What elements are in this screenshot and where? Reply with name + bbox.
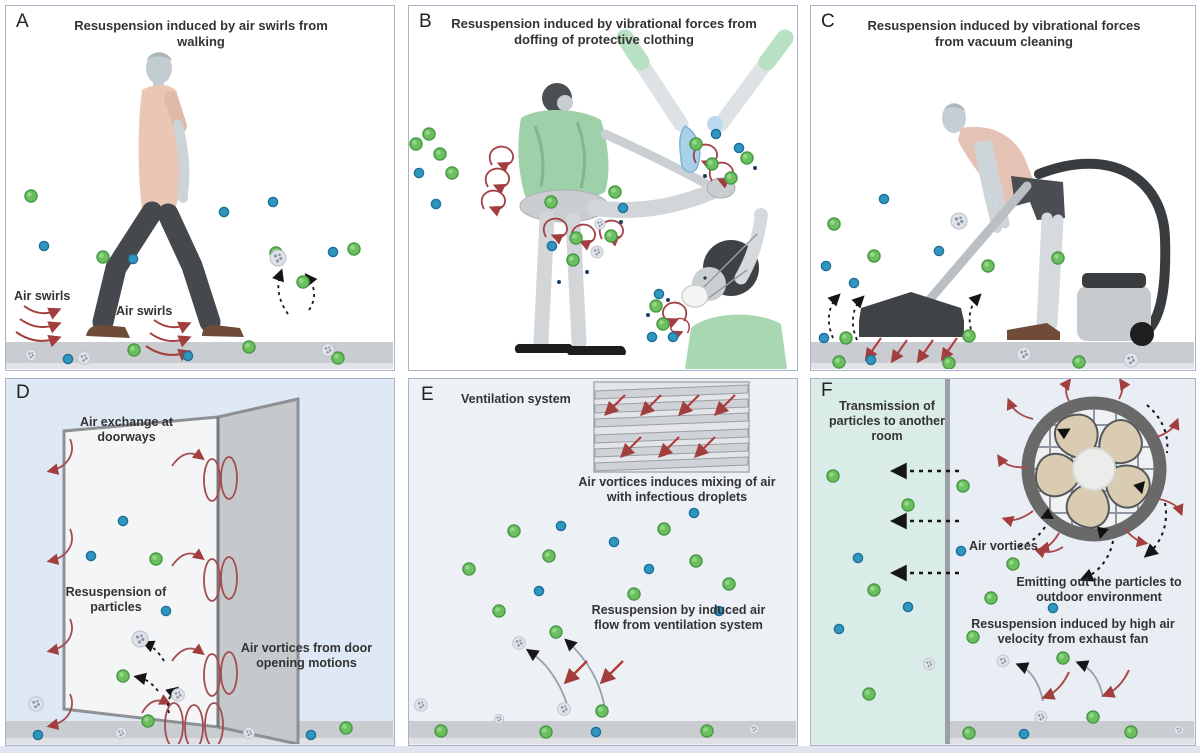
air-swirls-label-right: Air swirls	[116, 304, 173, 318]
air-swirl-arrows-left	[15, 305, 62, 348]
panel-e-letter: E	[421, 384, 434, 405]
resuspension-airflow-label: Resuspension by induced air flow from ve…	[591, 603, 766, 632]
panel-a-letter: A	[16, 11, 29, 32]
ventilation-system-label: Ventilation system	[461, 392, 571, 406]
adjacent-room	[811, 379, 945, 744]
vacuum-cleaner	[859, 181, 1154, 346]
panel-f: F	[810, 378, 1196, 746]
open-door	[62, 397, 300, 744]
mask-removal-person	[681, 208, 787, 369]
panel-b-title: Resuspension induced by vibrational forc…	[451, 16, 757, 48]
panel-c-letter: C	[821, 11, 835, 32]
dividing-wall	[945, 379, 950, 744]
floor	[811, 342, 1194, 363]
fan-direction-triangles	[1040, 428, 1145, 540]
panel-b: B Resuspension induced by vibrational fo…	[408, 5, 798, 371]
airborne-particles	[462, 507, 736, 618]
particles	[409, 127, 757, 343]
panel-d-letter: D	[16, 382, 30, 403]
air-exchange-label: Air exchange at doorways	[79, 415, 174, 444]
transmission-label: Transmission of particles to another roo…	[829, 399, 945, 443]
air-swirls-label-left: Air swirls	[14, 289, 71, 303]
walking-person	[86, 52, 244, 338]
panel-a: A Resuspension induced by air swirls fro…	[5, 5, 395, 371]
resuspension-exhaust-label: Resuspension induced by high air velocit…	[971, 617, 1175, 646]
panel-c: C Resuspension induced by vibrational fo…	[810, 5, 1196, 371]
fan-blades	[1034, 413, 1151, 529]
panel-b-letter: B	[419, 11, 432, 32]
panel-c-title: Resuspension induced by vibrational forc…	[867, 18, 1141, 50]
panel-d: D	[5, 378, 395, 746]
glove-removal-hands	[616, 29, 794, 173]
vacuuming-person	[942, 103, 1065, 340]
doffing-person	[514, 83, 736, 355]
panel-f-letter: F	[821, 380, 833, 401]
resuspension-dashed-arrows	[133, 640, 179, 714]
panel-a-title: Resuspension induced by air swirls from …	[74, 18, 328, 50]
air-vortices-label: Air vortices	[969, 539, 1038, 553]
air-vortices-pointer-arrow	[1033, 546, 1064, 559]
air-vortices-mixing-label: Air vortices induces mixing of air with …	[578, 475, 776, 504]
panel-b-illustration	[409, 29, 794, 369]
door-vortex-coils	[141, 448, 238, 744]
floor	[409, 721, 796, 738]
panel-f-illustration	[811, 379, 1194, 744]
air-vortices-door-label: Air vortices from door opening motions	[240, 641, 373, 670]
air-exchange-arrows	[46, 438, 73, 730]
resuspension-particles-label: Resuspension of particles	[65, 585, 167, 614]
panel-e-illustration	[409, 381, 796, 744]
induced-flow-arrows	[525, 638, 624, 710]
suction-arrows	[864, 337, 958, 364]
vacuum-hose	[1034, 158, 1171, 341]
page-bottom-strip	[0, 746, 1200, 753]
panel-e: E	[408, 378, 798, 746]
ventilation-grille	[593, 381, 750, 473]
exhaust-resuspension-arrows	[1015, 660, 1130, 702]
resuspension-dashed-arrows	[272, 268, 318, 315]
exhaust-fan	[1021, 396, 1167, 542]
panel-c-illustration	[811, 103, 1194, 369]
resuspension-dashed-arrows	[827, 293, 982, 341]
floor	[6, 342, 393, 363]
panel-a-illustration	[6, 52, 393, 369]
vent-airflow-arrows	[603, 394, 736, 459]
transmission-dashed-arrows	[889, 462, 959, 582]
fan-dashed-arcs	[1016, 404, 1169, 582]
emitting-label: Emitting out the particles to outdoor en…	[1016, 575, 1182, 604]
floor	[950, 721, 1194, 738]
panel-d-illustration	[6, 397, 393, 744]
